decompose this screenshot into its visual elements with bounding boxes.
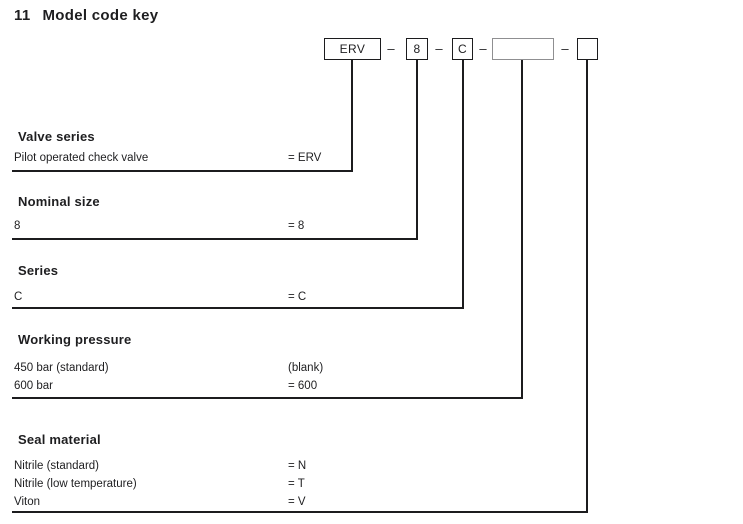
row-label: C xyxy=(14,291,23,303)
section-heading: Working pressure xyxy=(18,332,132,347)
model-code-box-valve-series: ERV xyxy=(324,38,381,60)
model-code-box-seal-material-blank xyxy=(577,38,598,60)
spec-row: C = C xyxy=(0,288,620,306)
title-text: Model code key xyxy=(42,7,159,24)
section-working-pressure: Working pressure 450 bar (standard) (bla… xyxy=(0,332,620,395)
row-value: = N xyxy=(288,460,307,472)
row-label: 600 bar xyxy=(14,380,54,392)
row-value: (blank) xyxy=(288,362,324,374)
spec-row: Pilot operated check valve = ERV xyxy=(0,149,620,167)
spec-row: Viton = V xyxy=(0,493,620,511)
connector-vline-nominal-size xyxy=(416,60,418,240)
rule-seal-material xyxy=(12,511,588,513)
spec-row: 450 bar (standard) (blank) xyxy=(0,359,620,377)
connector-vline-working-pressure xyxy=(521,60,523,398)
model-code-box-series: C xyxy=(452,38,473,60)
row-value: = C xyxy=(288,291,307,303)
section-seal-material: Seal material Nitrile (standard) = N Nit… xyxy=(0,432,620,511)
section-valve-series: Valve series Pilot operated check valve … xyxy=(0,129,620,167)
row-label: Viton xyxy=(14,496,41,508)
section-heading: Series xyxy=(18,263,59,278)
page-title: 11 Model code key xyxy=(14,7,158,24)
row-value: = 8 xyxy=(288,220,305,232)
row-label: 8 xyxy=(14,220,21,232)
rule-series xyxy=(12,307,464,309)
row-label: Pilot operated check valve xyxy=(14,152,149,164)
dash-separator: – xyxy=(479,41,487,56)
section-nominal-size: Nominal size 8 = 8 xyxy=(0,194,620,235)
rule-working-pressure xyxy=(12,397,523,399)
rule-valve-series xyxy=(12,170,353,172)
spec-row: Nitrile (standard) = N xyxy=(0,457,620,475)
row-label: Nitrile (low temperature) xyxy=(14,478,137,490)
row-label: Nitrile (standard) xyxy=(14,460,99,472)
spec-row: Nitrile (low temperature) = T xyxy=(0,475,620,493)
row-value: = 600 xyxy=(288,380,318,392)
row-value: = ERV xyxy=(288,152,322,164)
section-heading: Nominal size xyxy=(18,194,100,209)
connector-vline-series xyxy=(462,60,464,309)
connector-vline-valve-series xyxy=(351,60,353,172)
row-value: = V xyxy=(288,496,306,508)
section-number: 11 xyxy=(14,7,31,24)
section-series: Series C = C xyxy=(0,263,620,306)
row-label: 450 bar (standard) xyxy=(14,362,109,374)
model-code-box-working-pressure-blank xyxy=(492,38,554,60)
dash-separator: – xyxy=(387,41,395,56)
spec-row: 600 bar = 600 xyxy=(0,377,620,395)
dash-separator: – xyxy=(561,41,569,56)
spec-row: 8 = 8 xyxy=(0,217,620,235)
row-value: = T xyxy=(288,478,305,490)
connector-vline-seal-material xyxy=(586,60,588,512)
dash-separator: – xyxy=(435,41,443,56)
model-code-box-nominal-size: 8 xyxy=(406,38,428,60)
section-heading: Seal material xyxy=(18,432,101,447)
section-heading: Valve series xyxy=(18,129,95,144)
rule-nominal-size xyxy=(12,238,418,240)
